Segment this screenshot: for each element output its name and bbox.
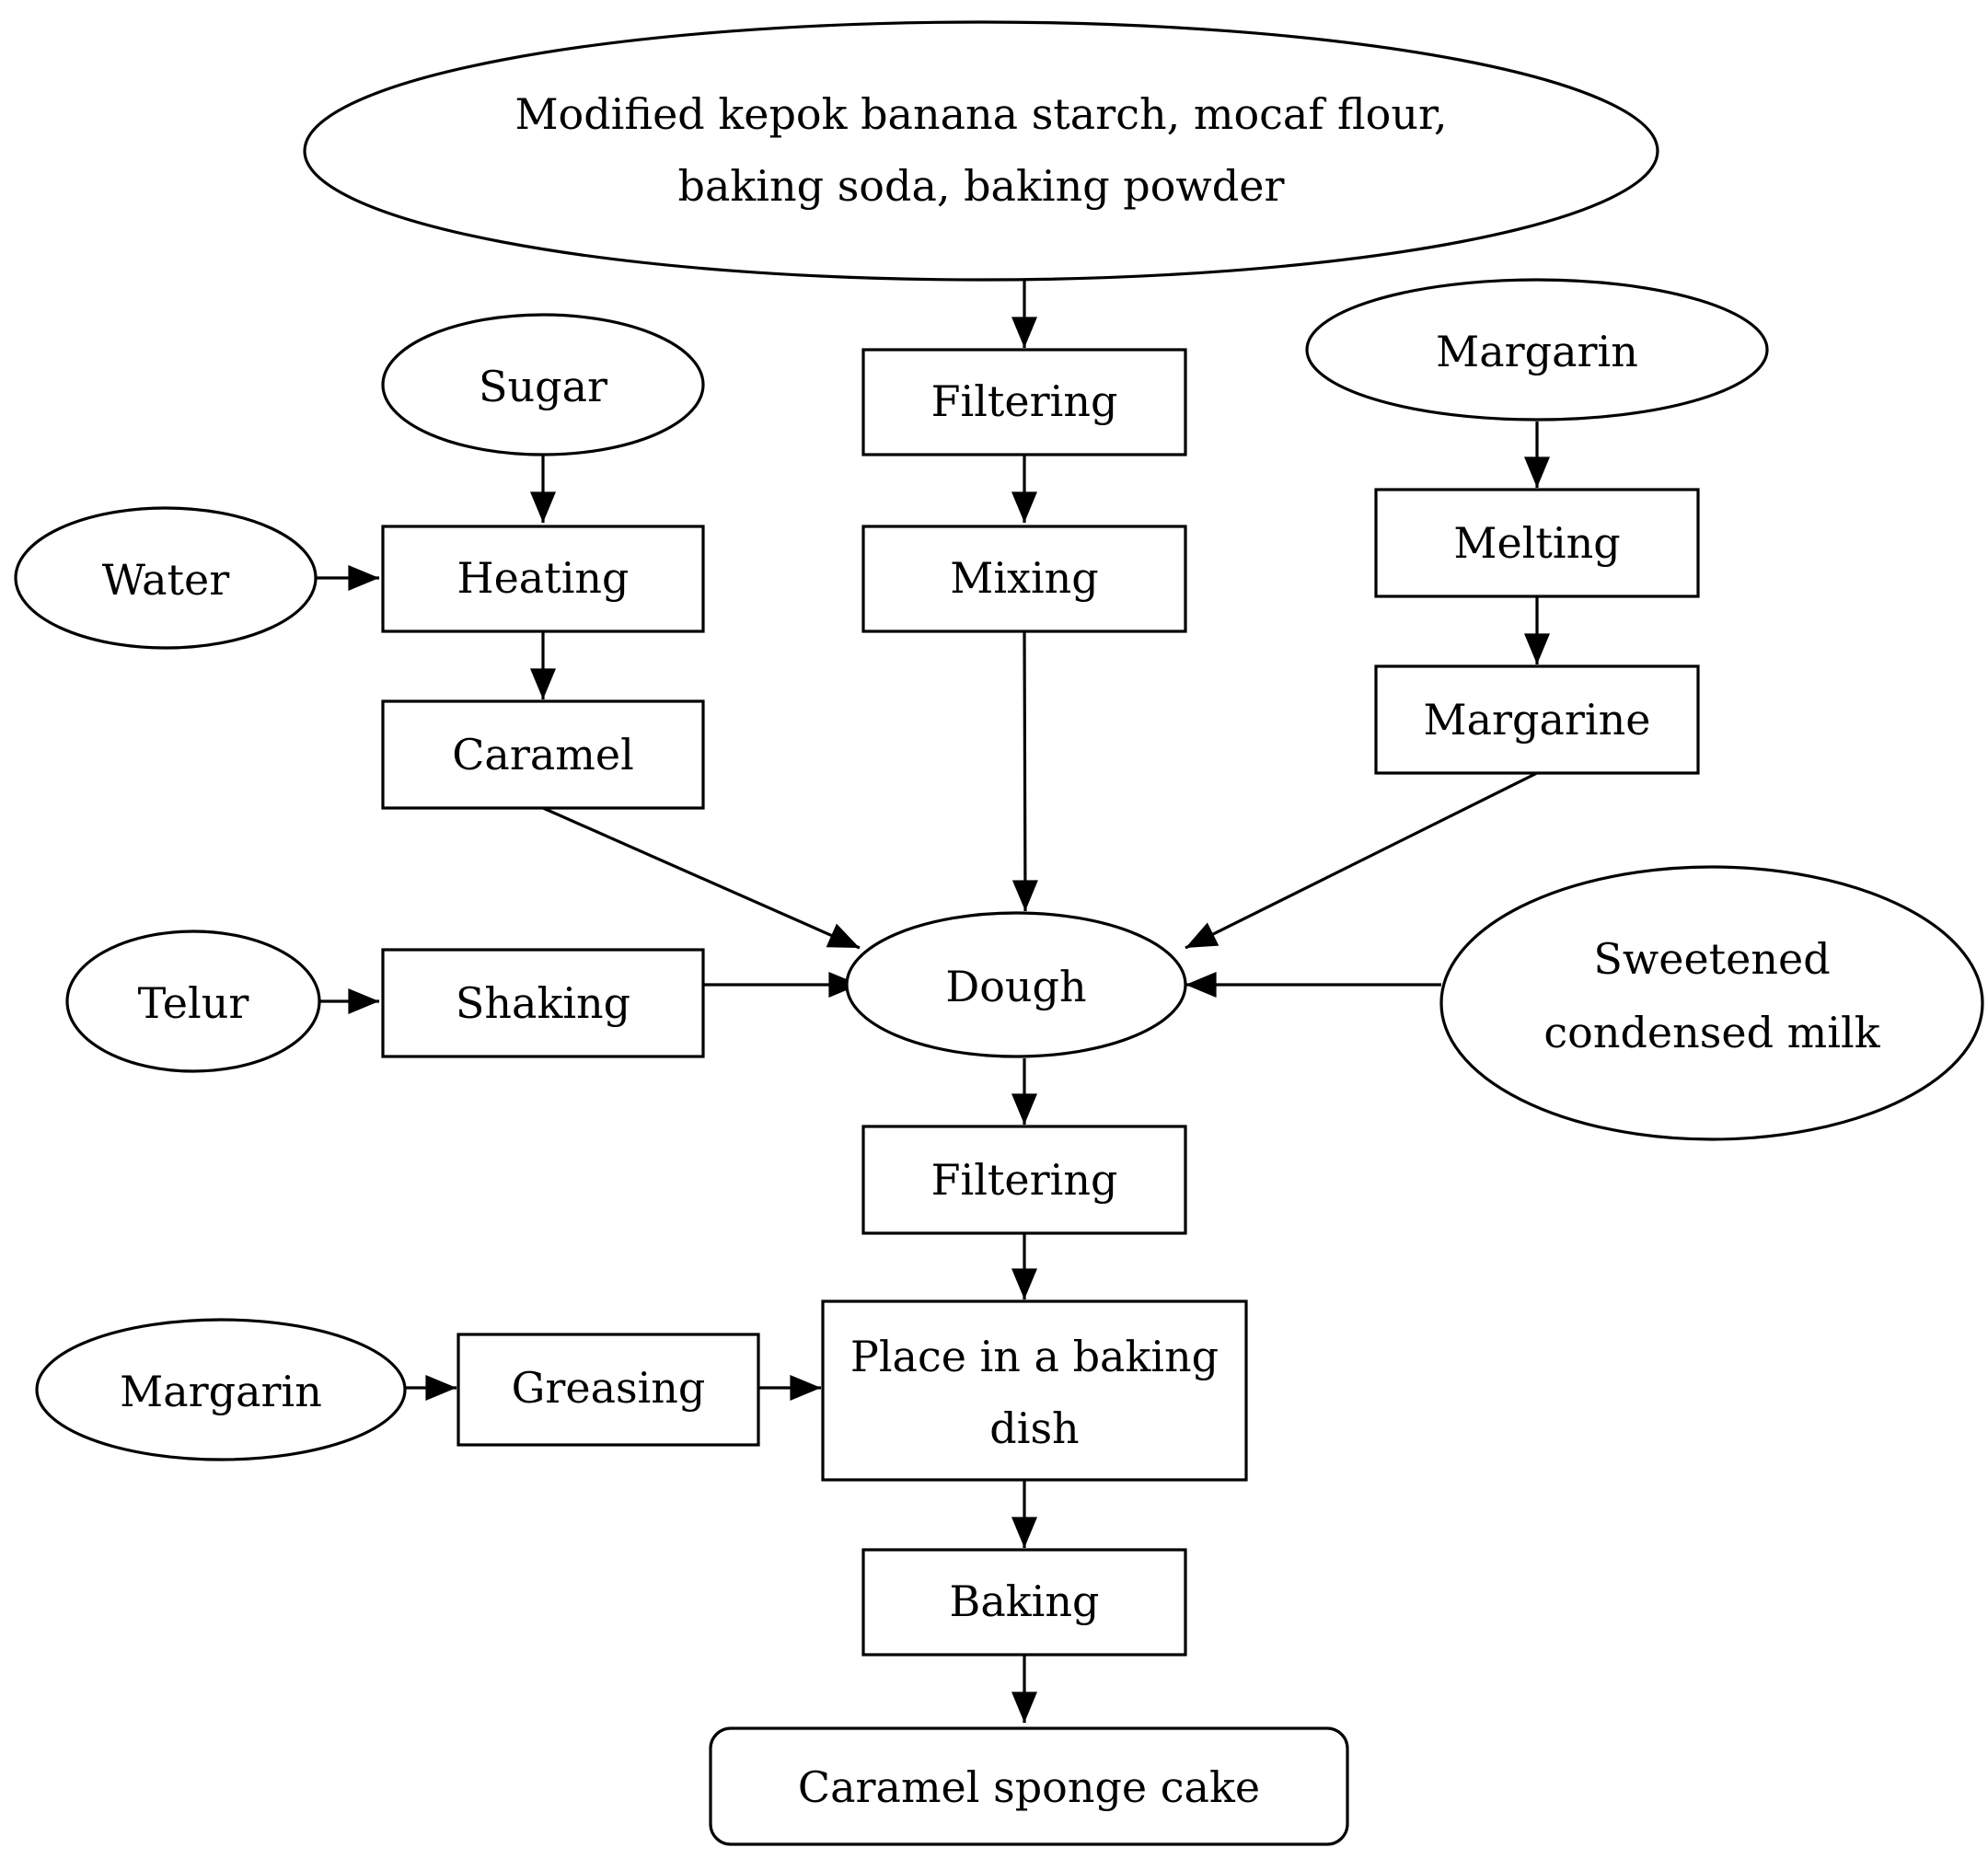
dough-label: Dough (945, 962, 1086, 1011)
shaking-label: Shaking (456, 978, 630, 1028)
filtering-bottom-box (861, 1125, 1187, 1235)
arrow-mixing-to-dough (1011, 630, 1038, 912)
arrow-margarine-to-dough (1185, 771, 1538, 950)
node-ingredients: Modified kepok banana starch, mocaf flou… (303, 20, 1659, 282)
shaking-box (381, 948, 705, 1058)
final-product-box (709, 1726, 1349, 1846)
water-ellipse (14, 506, 318, 650)
sweetened-milk-label-line2: condensed milk (1543, 1008, 1880, 1057)
node-place-dish: Place in a baking dish (821, 1299, 1248, 1482)
node-caramel: Caramel (381, 699, 705, 810)
node-margarin-bottom: Margarin (35, 1318, 407, 1461)
telur-ellipse (65, 930, 321, 1073)
node-sweetened-milk: Sweetened condensed milk (1439, 865, 1984, 1141)
heating-label: Heating (457, 553, 629, 603)
water-label: Water (102, 555, 229, 605)
final-product-label: Caramel sponge cake (798, 1762, 1260, 1812)
margarin-bottom-label: Margarin (120, 1367, 322, 1416)
node-baking: Baking (861, 1548, 1187, 1657)
node-greasing: Greasing (457, 1333, 760, 1447)
caramel-box (381, 699, 705, 810)
node-margarine: Margarine (1374, 664, 1700, 775)
mixing-box (861, 525, 1187, 633)
telur-label: Telur (138, 978, 249, 1028)
node-mixing: Mixing (861, 525, 1187, 633)
ingredients-label-line1: Modified kepok banana starch, mocaf flou… (514, 89, 1447, 139)
baking-label: Baking (950, 1576, 1100, 1626)
sugar-ellipse (381, 313, 705, 456)
heating-box (381, 525, 705, 633)
node-telur: Telur (65, 930, 321, 1073)
dough-ellipse (845, 911, 1187, 1058)
margarine-label: Margarine (1424, 695, 1651, 745)
filtering-top-label: Filtering (931, 376, 1118, 426)
sugar-label: Sugar (479, 362, 607, 411)
sweetened-milk-label-line1: Sweetened (1593, 934, 1830, 984)
node-heating: Heating (381, 525, 705, 633)
melting-label: Melting (1453, 518, 1620, 568)
node-melting: Melting (1374, 488, 1700, 598)
arrow-caramel-to-dough (542, 806, 861, 950)
sweetened-milk-ellipse (1439, 865, 1984, 1141)
node-filtering-top: Filtering (861, 348, 1187, 456)
node-dough: Dough (845, 911, 1187, 1058)
baking-box (861, 1548, 1187, 1657)
greasing-box (457, 1333, 760, 1447)
ingredients-label-line2: baking soda, baking powder (678, 161, 1285, 211)
melting-box (1374, 488, 1700, 598)
place-dish-label-line2: dish (989, 1403, 1079, 1453)
node-sugar: Sugar (381, 313, 705, 456)
greasing-label: Greasing (512, 1363, 706, 1413)
node-final-product: Caramel sponge cake (709, 1726, 1349, 1846)
caramel-label: Caramel (452, 730, 634, 779)
place-dish-box (821, 1299, 1248, 1482)
node-filtering-bottom: Filtering (861, 1125, 1187, 1235)
ingredients-ellipse (303, 20, 1659, 282)
mixing-label: Mixing (950, 553, 1099, 603)
node-water: Water (14, 506, 318, 650)
margarin-top-label: Margarin (1436, 327, 1638, 376)
filtering-bottom-label: Filtering (931, 1155, 1118, 1205)
place-dish-label-line1: Place in a baking (850, 1332, 1219, 1381)
filtering-top-box (861, 348, 1187, 456)
margarin-top-ellipse (1305, 278, 1769, 421)
margarine-box (1374, 664, 1700, 775)
margarin-bottom-ellipse (35, 1318, 407, 1461)
connectors (316, 280, 1550, 1723)
node-shaking: Shaking (381, 948, 705, 1058)
node-margarin-top: Margarin (1305, 278, 1769, 421)
